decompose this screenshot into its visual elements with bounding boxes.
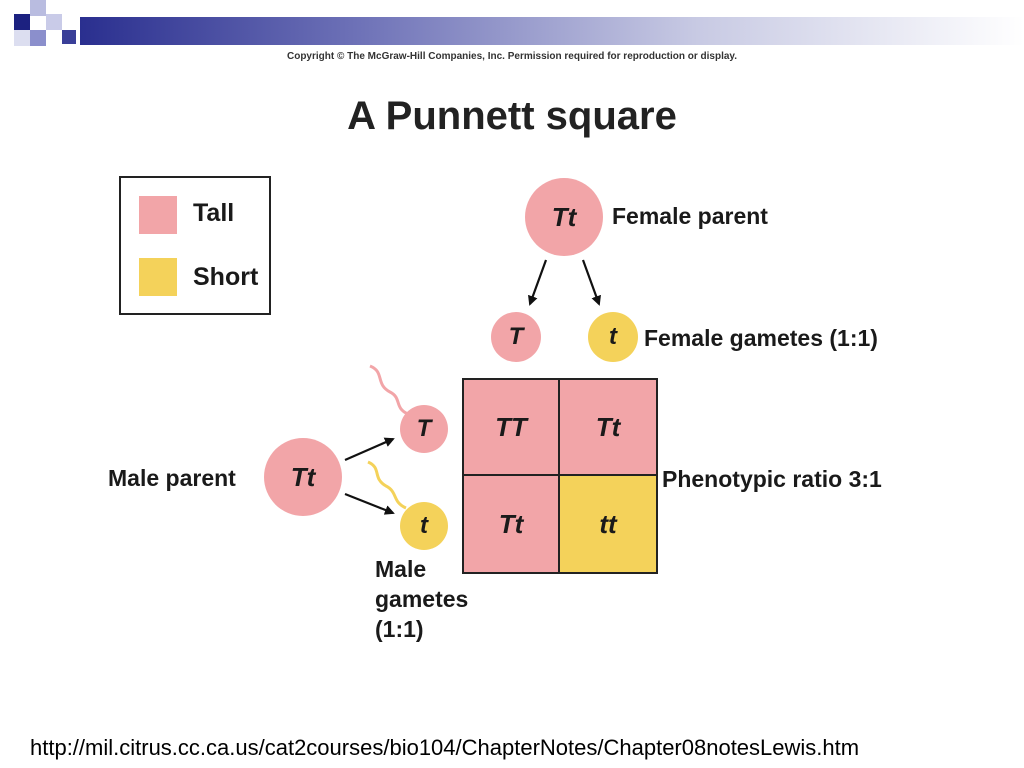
female-parent-circle: Tt <box>525 178 603 256</box>
legend-label-tall: Tall <box>193 199 235 227</box>
header-square-mid <box>30 30 46 46</box>
slide-header-decoration <box>0 0 1024 62</box>
male-gametes-label-line2: gametes <box>375 586 469 612</box>
arrow-female-to-T <box>528 259 548 306</box>
legend-swatch-short <box>139 258 177 296</box>
punnett-cell-Tt-bottom: Tt <box>464 476 560 572</box>
male-gamete-T-allele: T <box>416 415 432 442</box>
sperm-tail-t <box>367 460 407 510</box>
punnett-cell-TT: TT <box>464 380 560 476</box>
legend-swatch-tall <box>139 196 177 234</box>
source-url-link[interactable]: http://mil.citrus.cc.ca.us/cat2courses/b… <box>30 735 860 760</box>
male-gametes-label-line3: (1:1) <box>375 616 424 642</box>
male-gamete-T: T <box>400 405 448 453</box>
copyright-notice: Copyright © The McGraw-Hill Companies, I… <box>286 51 738 62</box>
female-gamete-T: T <box>491 312 541 362</box>
female-parent-label: Female parent <box>612 203 768 229</box>
header-square-pale <box>14 30 30 46</box>
punnett-square: TT Tt Tt tt <box>462 378 658 574</box>
punnett-cell-TT-genotype: TT <box>495 411 527 442</box>
header-square-light <box>30 0 46 16</box>
punnett-cell-Tt-top: Tt <box>560 380 656 476</box>
male-parent-label: Male parent <box>108 465 236 491</box>
arrow-female-to-t <box>581 259 601 306</box>
male-gametes-label: Male gametes (1:1) <box>375 554 468 644</box>
male-parent-circle: Tt <box>264 438 342 516</box>
arrow-male-to-T <box>344 437 395 462</box>
female-gamete-T-allele: T <box>508 323 524 350</box>
female-parent-genotype: Tt <box>551 201 577 232</box>
header-square-small <box>62 30 76 44</box>
punnett-cell-Tt-bottom-genotype: Tt <box>498 508 524 539</box>
legend-label-short: Short <box>193 263 259 291</box>
sperm-tail-T <box>369 364 409 416</box>
female-gamete-t-allele: t <box>609 323 617 350</box>
header-square-navy <box>14 14 30 30</box>
header-gradient-bar <box>80 17 1024 45</box>
arrow-male-to-t <box>344 492 395 515</box>
punnett-cell-tt: tt <box>560 476 656 572</box>
female-gamete-t: t <box>588 312 638 362</box>
male-gamete-t: t <box>400 502 448 550</box>
male-gametes-label-line1: Male <box>375 556 427 582</box>
male-gamete-t-allele: t <box>420 512 428 539</box>
female-gametes-label: Female gametes (1:1) <box>644 325 878 351</box>
header-square-light <box>46 14 62 30</box>
slide-title: A Punnett square <box>347 94 677 138</box>
legend: Tall Short <box>119 176 271 315</box>
phenotypic-ratio-label: Phenotypic ratio 3:1 <box>662 466 882 492</box>
male-parent-genotype: Tt <box>290 461 316 492</box>
punnett-cell-tt-genotype: tt <box>599 508 617 539</box>
punnett-cell-Tt-top-genotype: Tt <box>595 411 621 442</box>
